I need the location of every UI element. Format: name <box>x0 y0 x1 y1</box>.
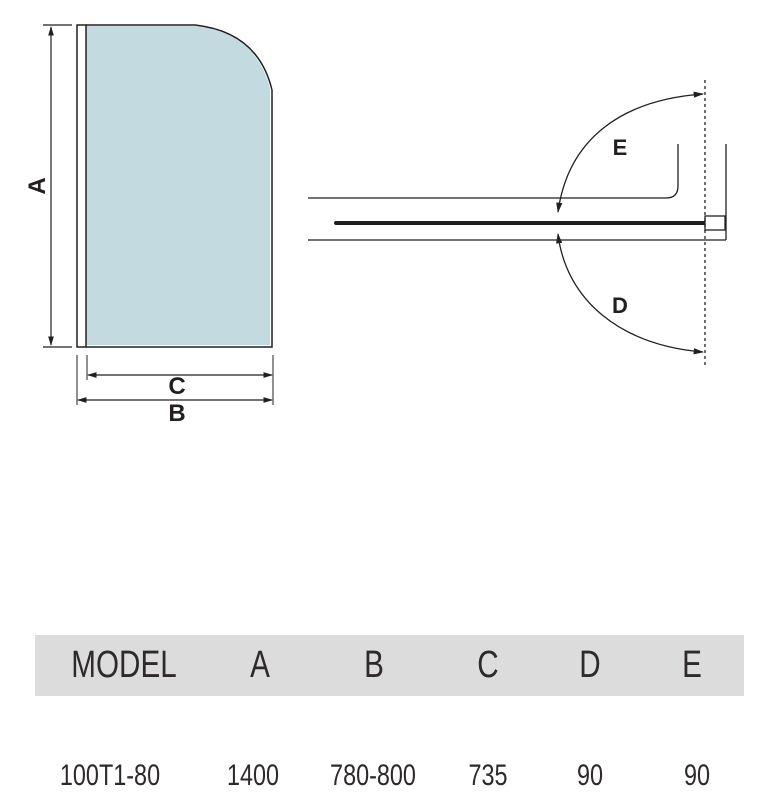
glass-outline <box>86 24 273 348</box>
swing-e-label: E <box>613 135 628 160</box>
hinge-block <box>704 215 726 231</box>
header-a: A <box>250 644 270 686</box>
front-view: A C B <box>24 24 274 427</box>
table-header-row <box>35 635 744 696</box>
header-b: B <box>364 644 384 686</box>
cell-model: 100T1-80 <box>59 759 161 792</box>
swing-d-label: D <box>612 293 628 318</box>
header-d: D <box>579 644 601 686</box>
swing-arc-e <box>556 91 705 214</box>
header-model: MODEL <box>71 644 177 686</box>
swing-arc-d <box>556 232 705 355</box>
glass-panel <box>86 26 270 345</box>
dim-b-label: B <box>168 400 185 427</box>
header-e: E <box>682 644 702 686</box>
cell-a: 1400 <box>226 759 280 792</box>
header-c: C <box>477 644 499 686</box>
product-diagram: A C B E D <box>24 24 727 427</box>
cell-e: 90 <box>683 759 711 792</box>
cell-d: 90 <box>576 759 604 792</box>
wall-profile <box>76 24 87 348</box>
cell-b: 780-800 <box>330 759 416 792</box>
dim-a-label: A <box>24 177 51 194</box>
cell-c: 735 <box>468 759 508 792</box>
dim-c-label: C <box>168 373 185 400</box>
top-view: E D <box>308 80 727 368</box>
